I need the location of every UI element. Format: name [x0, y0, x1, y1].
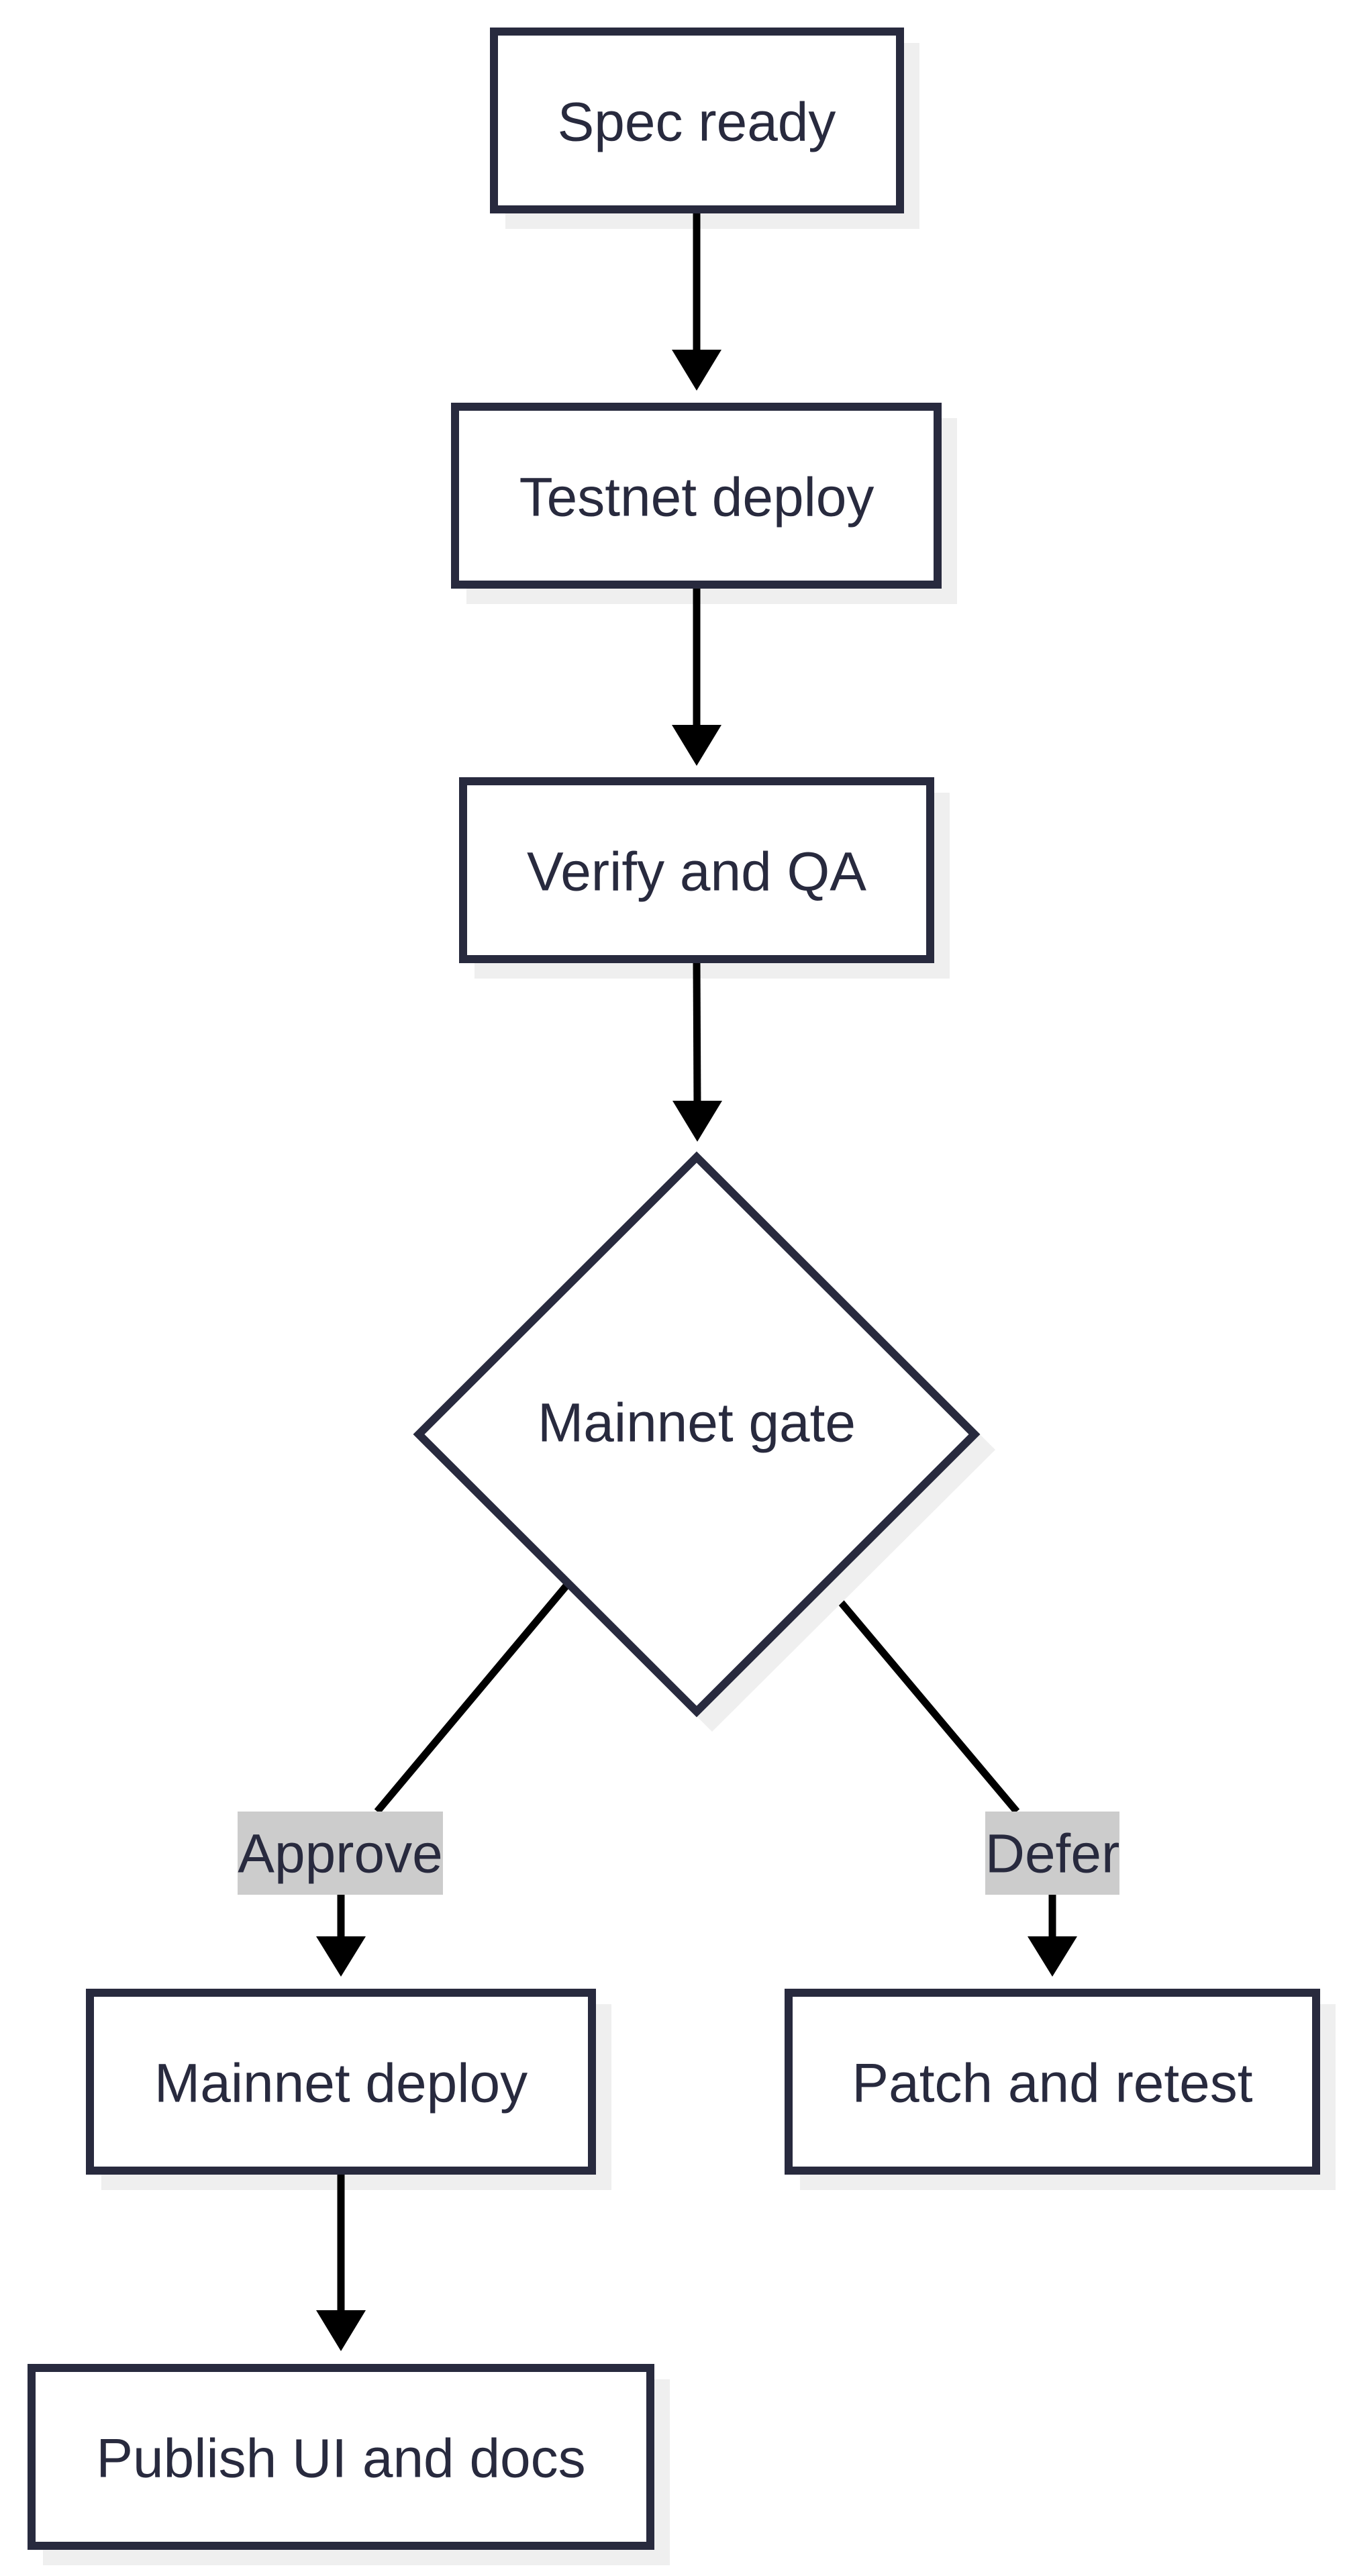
- arrowhead-gate-to-patch: [1028, 1936, 1077, 1977]
- edge-gate-to-mainnet: [337, 1581, 571, 1943]
- node-spec-ready[interactable]: Spec ready: [490, 28, 904, 213]
- arrowhead-testnet-to-verify: [672, 725, 721, 766]
- node-publish-ui-and-docs[interactable]: Publish UI and docs: [28, 2364, 654, 2550]
- node-mainnet-deploy-shape: [86, 1989, 596, 2175]
- arrowhead-gate-to-mainnet: [316, 1936, 366, 1977]
- edge-label-defer: Defer: [985, 1812, 1120, 1895]
- node-verify-and-qa[interactable]: Verify and QA: [459, 777, 934, 963]
- edge-label-approve-bg: [238, 1812, 443, 1895]
- node-spec-ready-label: Spec ready: [558, 92, 836, 153]
- node-testnet-deploy-shape: [451, 403, 942, 589]
- node-publish-ui-and-docs-label: Publish UI and docs: [96, 2428, 585, 2489]
- arrowhead-mainnet-to-publish: [316, 2310, 366, 2351]
- node-mainnet-gate-label: Mainnet gate: [538, 1393, 856, 1454]
- node-patch-and-retest[interactable]: Patch and retest: [785, 1989, 1320, 2175]
- edge-gate-to-patch: [822, 1581, 1056, 1943]
- node-testnet-deploy[interactable]: Testnet deploy: [451, 403, 942, 589]
- node-verify-and-qa-label: Verify and QA: [527, 842, 866, 903]
- node-mainnet-deploy-label: Mainnet deploy: [154, 2053, 528, 2114]
- node-mainnet-gate-shape: [413, 1151, 981, 1718]
- node-mainnet-gate[interactable]: Mainnet gate: [413, 1151, 995, 1732]
- node-mainnet-deploy[interactable]: Mainnet deploy: [86, 1989, 596, 2175]
- node-publish-ui-and-docs-shape: [28, 2364, 654, 2550]
- edge-label-approve: Approve: [238, 1812, 443, 1895]
- node-testnet-deploy-label: Testnet deploy: [519, 467, 875, 528]
- edge-label-defer-text: Defer: [985, 1824, 1120, 1885]
- node-patch-and-retest-shape: [785, 1989, 1320, 2175]
- edge-label-approve-text: Approve: [238, 1824, 442, 1885]
- node-spec-ready-shape: [490, 28, 904, 213]
- edge-label-defer-bg: [985, 1812, 1119, 1895]
- arrowhead-spec-to-testnet: [672, 350, 721, 391]
- edges: [316, 213, 1077, 2351]
- arrowhead-verify-to-gate: [672, 1101, 722, 1142]
- node-patch-and-retest-label: Patch and retest: [852, 2053, 1252, 2114]
- node-verify-and-qa-shape: [459, 777, 934, 963]
